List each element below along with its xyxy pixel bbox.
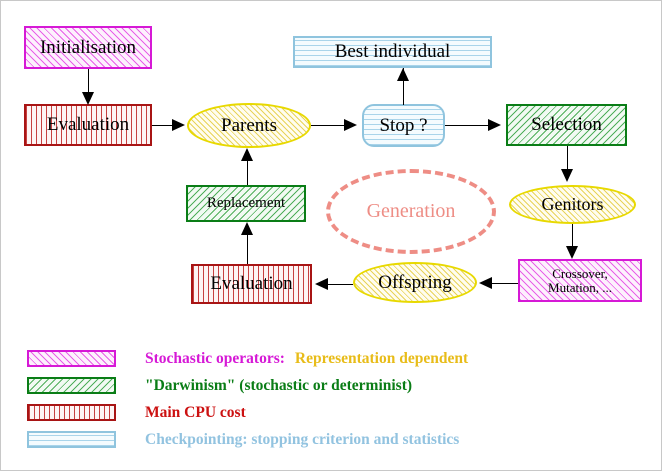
edge-offspring-to-evaluation [326,284,353,285]
node-evaluation-bottom-label: Evaluation [210,273,293,295]
edge-replacement-to-parents [247,161,248,185]
edge-evaluation-to-replacement-arrowhead [241,222,253,235]
node-best-individual[interactable]: Best individual [293,36,492,68]
legend-label-cpu-cost: Main CPU cost [145,403,246,421]
legend-swatch-red [27,404,116,421]
node-genitors[interactable]: Genitors [509,185,636,224]
node-evaluation-top-label: Evaluation [46,114,130,136]
node-replacement[interactable]: Replacement [186,185,306,222]
edge-parents-to-stop [311,125,346,126]
edge-stop-to-best-individual [403,68,404,105]
edge-evaluation-to-parents-arrowhead [172,119,185,131]
edge-stop-to-best-individual-arrowhead [397,68,409,81]
node-crossover-mutation[interactable]: Crossover, Mutation, ... [518,259,642,302]
node-evaluation-bottom[interactable]: Evaluation [191,264,312,304]
legend: Stochastic operators: Representation depe… [27,345,627,453]
node-generation: Generation [326,169,496,254]
node-initialisation-label: Initialisation [39,36,137,58]
node-selection[interactable]: Selection [506,104,627,146]
node-parents[interactable]: Parents [187,103,311,148]
legend-row-stochastic: Stochastic operators: Representation depe… [27,345,627,372]
node-generation-label: Generation [366,200,456,222]
node-replacement-label: Replacement [206,194,286,211]
legend-label-stochastic-part1: Stochastic operators: [145,349,285,367]
edge-evaluation-to-parents [152,125,176,126]
edge-evaluation-to-replacement [247,235,248,264]
node-initialisation[interactable]: Initialisation [24,26,152,69]
node-stop[interactable]: Stop ? [362,104,445,147]
edge-initialisation-to-evaluation-arrowhead [82,92,94,105]
edge-replacement-to-parents-arrowhead [241,148,253,161]
legend-swatch-green [27,377,116,394]
edge-crossover-to-offspring-arrowhead [479,277,492,289]
legend-row-checkpointing: Checkpointing: stopping criterion and st… [27,426,627,453]
node-selection-label: Selection [531,114,602,136]
legend-label-darwinism: "Darwinism" (stochastic or determinist) [145,376,413,394]
node-parents-label: Parents [221,114,277,136]
edge-stop-to-selection [445,125,490,126]
edge-selection-to-genitors [567,146,568,173]
legend-row-darwinism: "Darwinism" (stochastic or determinist) [27,372,627,399]
node-best-individual-label: Best individual [334,41,451,63]
edge-selection-to-genitors-arrowhead [561,169,573,182]
edge-offspring-to-evaluation-arrowhead [315,278,328,290]
node-offspring[interactable]: Offspring [353,262,477,303]
node-offspring-label: Offspring [378,271,452,293]
legend-swatch-blue [27,431,116,448]
edge-genitors-to-crossover-arrowhead [566,246,578,259]
edge-parents-to-stop-arrowhead [344,119,357,131]
node-evaluation-top[interactable]: Evaluation [24,104,152,146]
edge-stop-to-selection-arrowhead [488,119,501,131]
legend-swatch-magenta [27,350,116,367]
edge-initialisation-to-evaluation [88,69,89,96]
node-crossover-mutation-label: Crossover, Mutation, ... [548,265,612,295]
node-stop-label: Stop ? [379,114,428,136]
legend-label-checkpointing: Checkpointing: stopping criterion and st… [145,430,460,448]
legend-row-cpu-cost: Main CPU cost [27,399,627,426]
edge-crossover-to-offspring [488,283,518,284]
legend-label-stochastic-part2: Representation dependent [294,349,469,367]
edge-genitors-to-crossover [572,224,573,247]
legend-label-stochastic: Stochastic operators: Representation depe… [145,350,468,368]
node-genitors-label: Genitors [541,194,604,215]
